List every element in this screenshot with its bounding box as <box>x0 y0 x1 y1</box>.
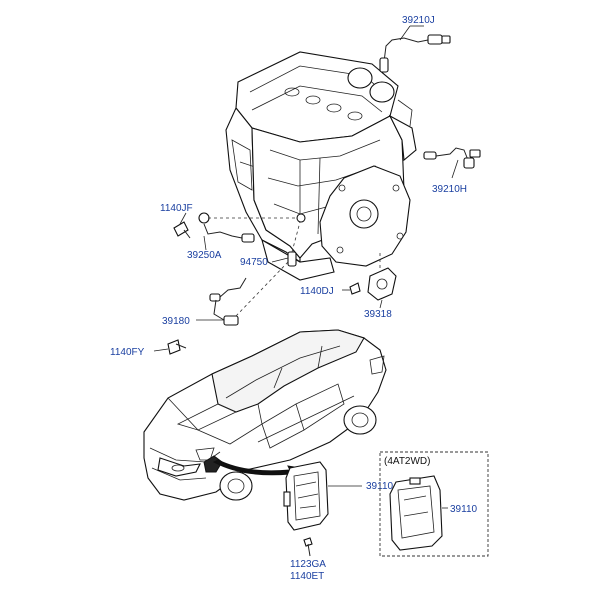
bolt-1140fy <box>153 339 187 355</box>
label-39318: 39318 <box>364 309 392 320</box>
label-39110: 39110 <box>366 481 394 492</box>
label-1140jf: 1140JF <box>160 203 193 214</box>
vehicle-illustration <box>143 329 387 501</box>
oxygen-sensor-lower <box>423 147 481 179</box>
engine-control-unit <box>283 461 362 531</box>
label-1140dj: 1140DJ <box>300 286 334 297</box>
label-39210h: 39210H <box>432 184 467 195</box>
label-39110-inset: 39110 <box>450 504 478 515</box>
label-1140fy: 1140FY <box>110 347 145 358</box>
inset-title: (4AT2WD) <box>384 456 430 467</box>
crank-sensor-39180 <box>196 261 289 326</box>
label-94750: 94750 <box>240 257 268 268</box>
inset-4at2wd <box>379 451 489 557</box>
bolt-1140jf <box>173 212 191 239</box>
ecu-mounting-screw <box>303 537 313 557</box>
engine-assembly <box>225 51 417 281</box>
sender-94750 <box>271 221 301 267</box>
label-1140et: 1140ET <box>290 571 324 582</box>
oxygen-sensor-upper <box>379 25 451 73</box>
cam-sensor-39318 <box>367 250 397 309</box>
label-39210j: 39210J <box>402 15 435 26</box>
bolt-1140dj <box>342 282 361 295</box>
label-39250a: 39250A <box>187 250 222 261</box>
label-1123ga: 1123GA <box>290 559 326 570</box>
knock-sensor-39250a <box>198 212 298 251</box>
label-39180: 39180 <box>162 316 190 327</box>
